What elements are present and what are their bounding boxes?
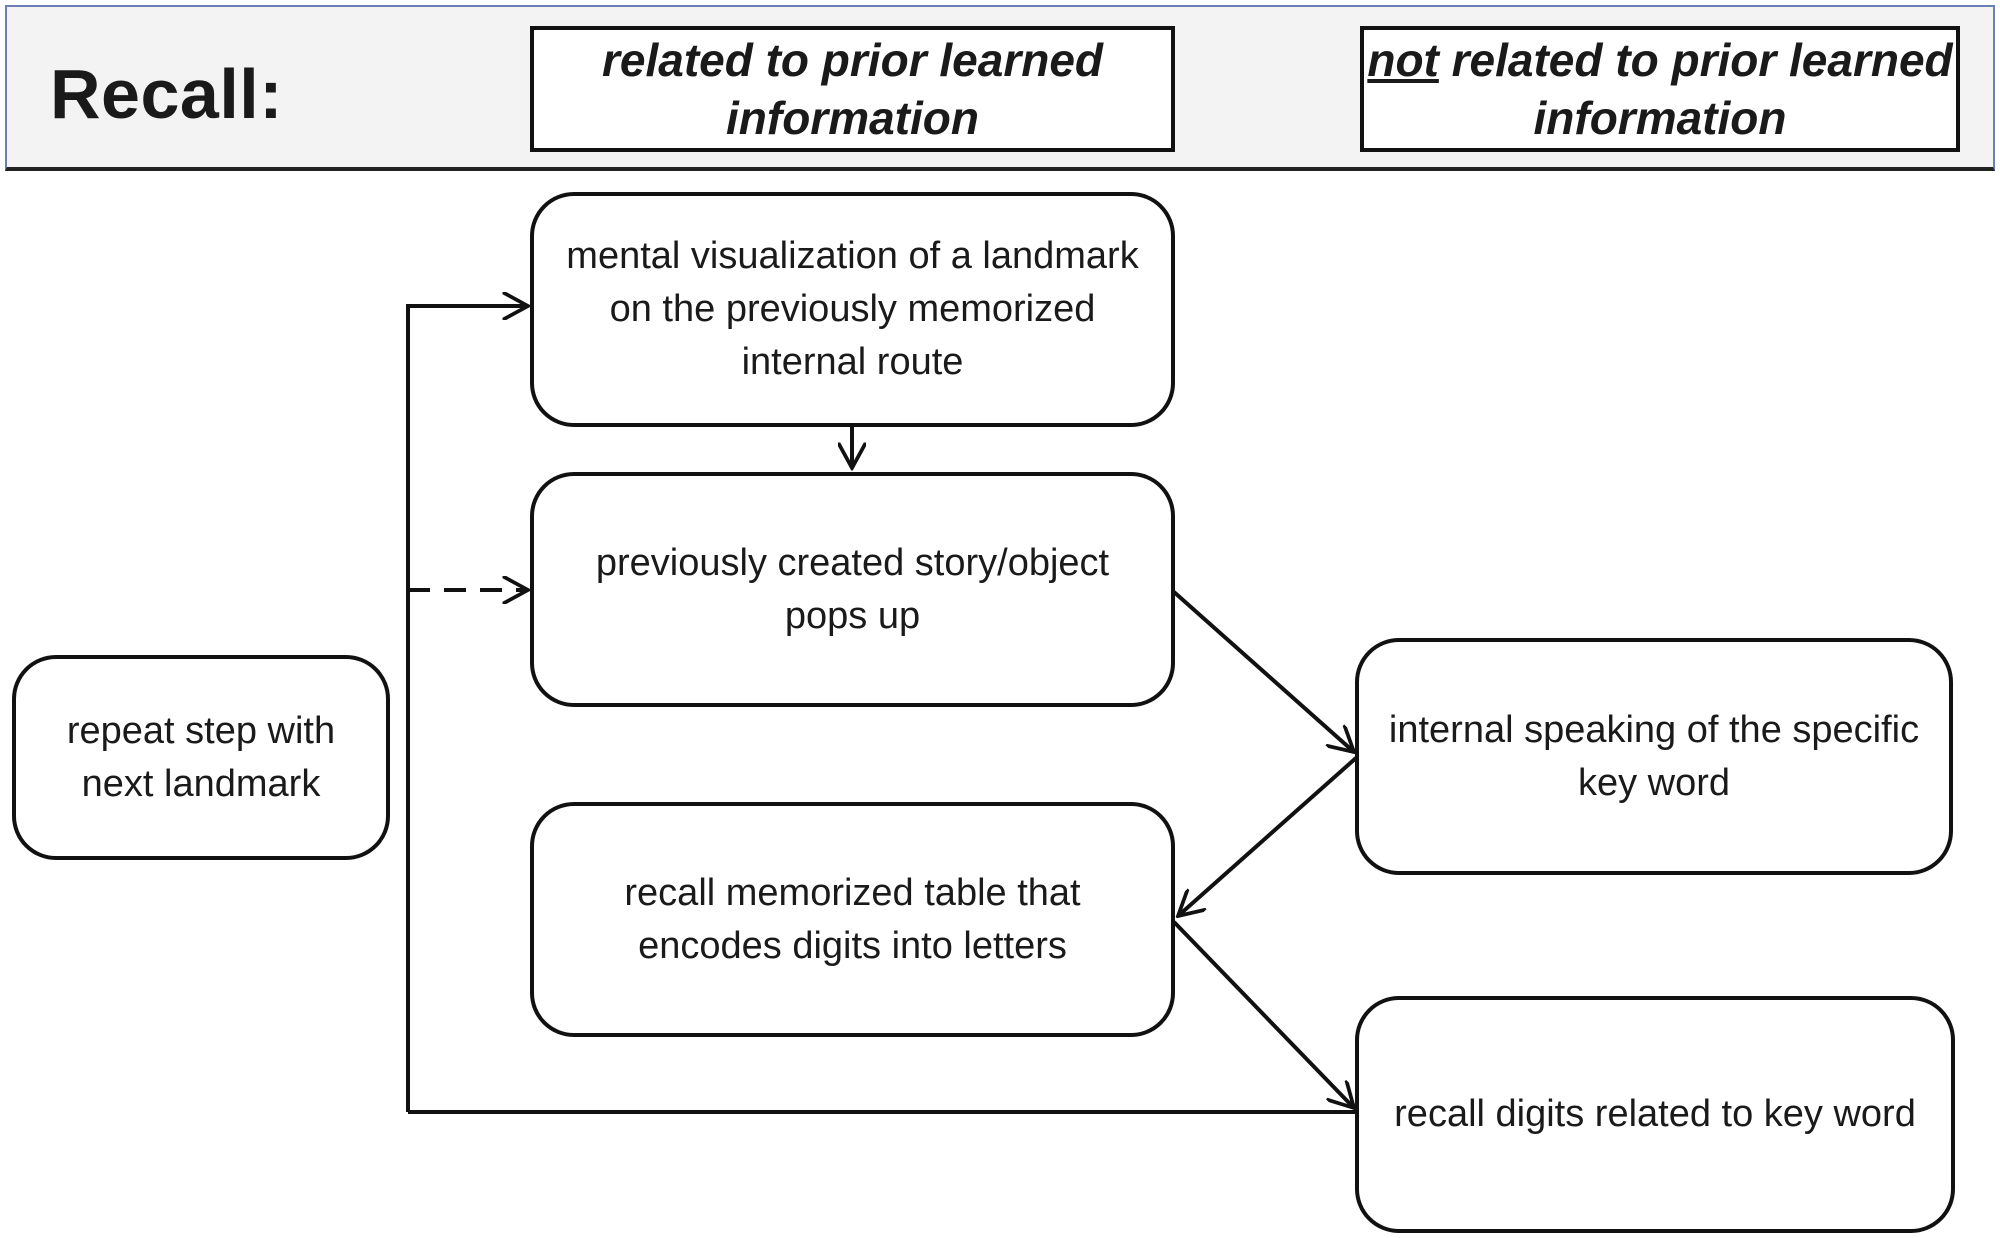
node-recall-table-label: recall memorized table that encodes digi…	[624, 871, 1081, 967]
node-recall-digits: recall digits related to key word	[1355, 996, 1955, 1233]
header-box-related: related to prior learned information	[530, 26, 1175, 152]
header-not-related-rest: related to prior learned information	[1438, 34, 1953, 144]
node-story-pops-up: previously created story/object pops up	[530, 472, 1175, 707]
node-recall-digits-label: recall digits related to key word	[1394, 1093, 1916, 1135]
node-repeat-step: repeat step with next landmark	[12, 655, 390, 860]
arrow-table-to-digits	[1172, 920, 1354, 1108]
node-visualize-landmark-label: mental visualization of a landmark on th…	[566, 235, 1139, 383]
node-visualize-landmark: mental visualization of a landmark on th…	[530, 192, 1175, 427]
page-title: Recall:	[50, 55, 284, 133]
header-related-label: related to prior learned information	[601, 34, 1103, 144]
header-box-not-related: not related to prior learned information	[1360, 26, 1960, 152]
arrow-speaking-to-table	[1178, 756, 1358, 916]
header-not-emphasis: not	[1367, 34, 1439, 86]
node-repeat-step-label: repeat step with next landmark	[66, 709, 336, 805]
node-internal-speaking-label: internal speaking of the specific key wo…	[1388, 708, 1920, 804]
node-internal-speaking: internal speaking of the specific key wo…	[1355, 638, 1953, 875]
node-story-pops-up-label: previously created story/object pops up	[595, 541, 1110, 637]
node-recall-table: recall memorized table that encodes digi…	[530, 802, 1175, 1037]
header-not-related-label: not related to prior learned information	[1364, 31, 1956, 147]
arrow-story-to-speaking	[1172, 590, 1354, 752]
